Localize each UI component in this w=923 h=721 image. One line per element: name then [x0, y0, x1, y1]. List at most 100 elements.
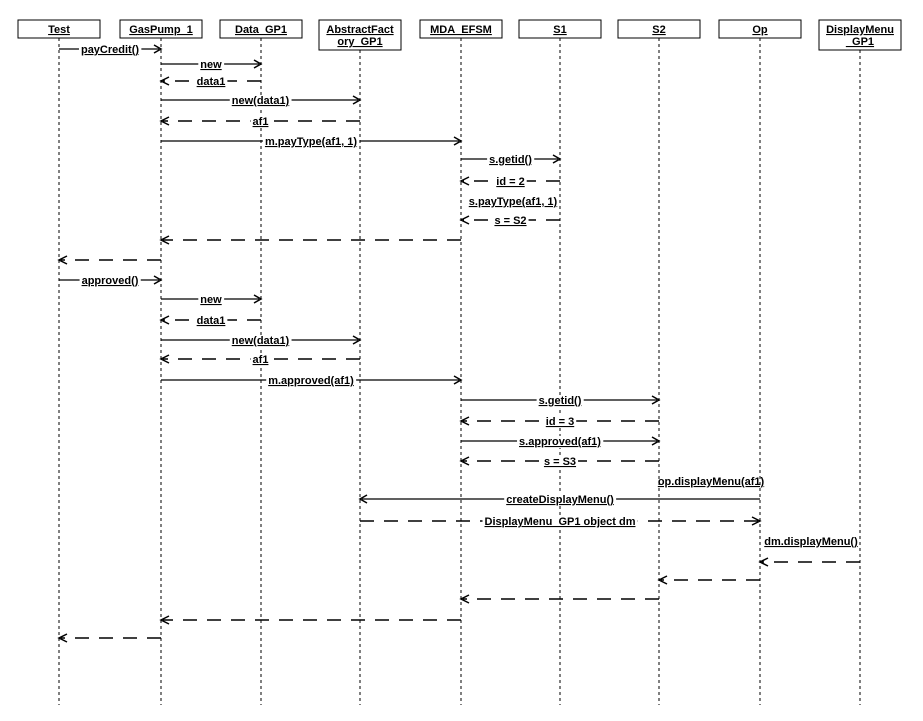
call-message: new — [161, 59, 263, 71]
message-label: m.approved(af1) — [268, 375, 354, 387]
arrowhead-icon — [57, 255, 68, 265]
return-message — [159, 235, 461, 245]
arrowhead-icon — [253, 294, 263, 304]
message-label-background — [543, 416, 577, 428]
message-label-background — [517, 436, 604, 448]
message-label: data1 — [197, 315, 226, 327]
message-label-background — [78, 44, 142, 56]
participant-box — [617, 19, 701, 39]
participant-box — [17, 19, 101, 39]
call-message: dm.displayMenu() — [764, 536, 858, 548]
message-label-background — [504, 494, 617, 506]
return-message: data1 — [159, 315, 261, 327]
call-message: s.getid() — [461, 395, 661, 407]
message-label: af1 — [253, 354, 269, 366]
return-message: af1 — [159, 354, 360, 366]
message-label-background — [229, 335, 292, 347]
arrowhead-icon — [352, 335, 362, 345]
arrowhead-icon — [651, 395, 661, 405]
participant-s2: S2 — [617, 19, 701, 39]
arrowhead-icon — [352, 95, 362, 105]
message-label-background — [198, 294, 225, 306]
call-message: new(data1) — [161, 95, 362, 107]
call-message: s.getid() — [461, 154, 562, 166]
return-message: DisplayMenu_GP1 object dm — [360, 516, 762, 528]
participant-box — [119, 19, 203, 39]
message-label: DisplayMenu_GP1 object dm — [485, 516, 636, 528]
arrowhead-icon — [159, 354, 170, 364]
arrowhead-icon — [459, 416, 470, 426]
arrowhead-icon — [459, 456, 470, 466]
call-message: s.payType(af1, 1) — [469, 196, 558, 208]
participant-s1: S1 — [518, 19, 602, 39]
arrowhead-icon — [459, 176, 470, 186]
message-label: id = 3 — [546, 416, 574, 428]
participant-headers: Test GasPump_1 Data_GP1 AbstractFactory_GP1… — [17, 19, 902, 51]
message-label-background — [541, 456, 579, 468]
message-label: new(data1) — [232, 335, 290, 347]
message-label-background — [229, 95, 292, 107]
return-message — [758, 557, 860, 567]
participant-name: Test — [48, 24, 70, 36]
message-label: id = 2 — [496, 176, 524, 188]
arrowhead-icon — [459, 594, 470, 604]
call-message: new — [161, 294, 263, 306]
participant-name: _GP1 — [845, 36, 874, 48]
return-message: s = S2 — [459, 215, 560, 227]
arrowhead-icon — [358, 494, 368, 504]
arrowhead-icon — [159, 76, 170, 86]
message-label: payCredit() — [81, 44, 139, 56]
message-label-background — [482, 516, 638, 528]
return-message: s = S3 — [459, 456, 659, 468]
participant-name: Op — [752, 24, 768, 36]
arrowhead-icon — [57, 633, 68, 643]
messages: payCredit()newdata1new(data1)af1m.payTyp… — [57, 44, 860, 643]
message-label: new — [200, 59, 222, 71]
message-label-background — [250, 354, 271, 366]
message-label: new(data1) — [232, 95, 290, 107]
return-message: id = 3 — [459, 416, 659, 428]
call-message: createDisplayMenu() — [358, 494, 760, 506]
arrowhead-icon — [159, 615, 170, 625]
participant-name: GasPump_1 — [129, 24, 193, 36]
return-message — [657, 575, 760, 585]
message-label: s.getid() — [489, 154, 532, 166]
participant-box — [219, 19, 303, 39]
return-message: data1 — [159, 76, 261, 88]
return-message — [57, 255, 161, 265]
arrowhead-icon — [153, 44, 163, 54]
participant-name: S2 — [652, 24, 665, 36]
call-message: s.approved(af1) — [461, 436, 661, 448]
arrowhead-icon — [453, 136, 463, 146]
arrowhead-icon — [159, 235, 170, 245]
participant-name: Data_GP1 — [235, 24, 287, 36]
message-label-background — [198, 59, 225, 71]
message-label-background — [194, 76, 228, 88]
message-label: op.displayMenu(af1) — [658, 476, 765, 488]
message-label: approved() — [82, 275, 139, 287]
arrowhead-icon — [552, 154, 562, 164]
arrowhead-icon — [453, 375, 463, 385]
message-label-background — [494, 176, 527, 188]
message-label: createDisplayMenu() — [506, 494, 614, 506]
participant-box — [419, 19, 503, 39]
participant-test: Test — [17, 19, 101, 39]
message-label: s.payType(af1, 1) — [469, 196, 558, 208]
arrowhead-icon — [751, 516, 762, 526]
return-message — [57, 633, 161, 643]
participant-mdaefsm: MDA_EFSM — [419, 19, 503, 39]
message-label: s = S2 — [494, 215, 526, 227]
arrowhead-icon — [459, 215, 470, 225]
participant-displaymenu: DisplayMenu_GP1 — [818, 19, 902, 51]
participant-name: AbstractFact — [326, 24, 394, 36]
call-message: payCredit() — [59, 44, 163, 56]
call-message: new(data1) — [161, 335, 362, 347]
arrowhead-icon — [153, 275, 163, 285]
message-label-background — [492, 215, 529, 227]
message-label: s = S3 — [544, 456, 576, 468]
call-message: m.approved(af1) — [161, 375, 463, 387]
participant-box — [818, 19, 902, 51]
arrowhead-icon — [657, 575, 668, 585]
participant-op: Op — [718, 19, 802, 39]
